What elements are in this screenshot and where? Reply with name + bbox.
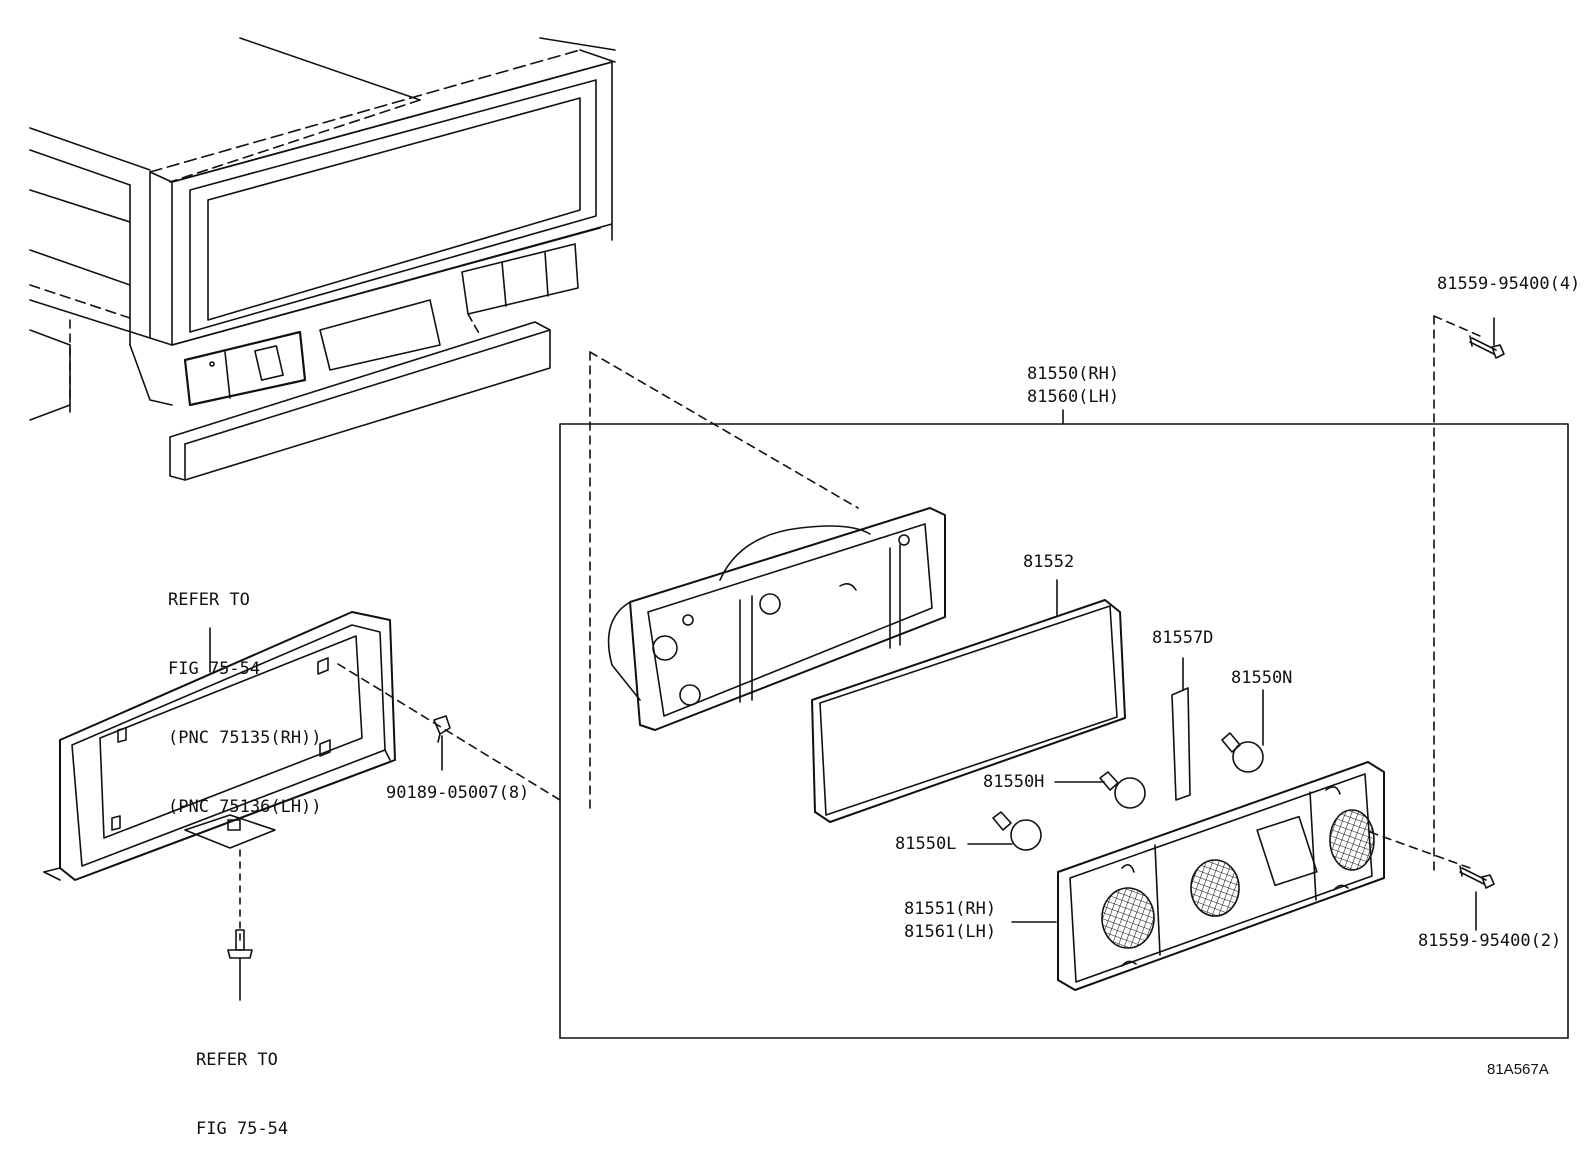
reference-note-line: (PNC 75136(LH)) [168, 797, 322, 817]
screw-top [1469, 317, 1505, 359]
label-reflector-plate: 81557D [1152, 628, 1214, 648]
reference-note-line: FIG 75-54 [196, 1119, 289, 1139]
leader-line [337, 663, 561, 801]
bulb-n [1221, 732, 1264, 773]
label-screw-top: 81559-95400(4) [1437, 274, 1581, 294]
label-assy-rh: 81550(RH) [1027, 364, 1120, 384]
lamp-housing [607, 507, 946, 731]
screw-bottom [1459, 865, 1495, 889]
label-screw-bottom: 81559-95400(2) [1418, 931, 1562, 951]
label-gasket: 81552 [1023, 552, 1075, 572]
reference-note-line: FIG 75-54 [168, 659, 261, 679]
figure-code: 81A567A [1487, 1061, 1549, 1078]
reference-note-line: REFER TO [168, 590, 250, 610]
leader-line [1433, 315, 1481, 337]
reference-note-lower: REFER TO FIG 75-54 [196, 1003, 288, 1164]
leader-line [589, 351, 859, 509]
label-bulb-l: 81550L [895, 834, 957, 854]
label-bulb-n: 81550N [1231, 668, 1293, 688]
reference-note-line: (PNC 75135(RH)) [168, 728, 322, 748]
label-assy-lh: 81560(LH) [1027, 387, 1120, 407]
assembly-frame [559, 423, 1569, 1039]
clip-nut [433, 715, 451, 771]
gasket [811, 599, 1126, 823]
reference-note-upper: REFER TO FIG 75-54 (PNC 75135(RH)) (PNC … [168, 543, 322, 842]
reflector-plate [1171, 687, 1191, 801]
leader-line [1369, 831, 1471, 869]
bulb-h [1099, 771, 1146, 809]
label-bulb-h: 81550H [983, 772, 1045, 792]
label-lens-lh: 81561(LH) [904, 922, 997, 942]
license-plate-bracket [43, 611, 396, 881]
bulb-l [992, 811, 1042, 851]
lamp-lens [1057, 761, 1385, 991]
parts-diagram [29, 37, 1569, 1039]
label-lens-rh: 81551(RH) [904, 899, 997, 919]
label-clip-nut: 90189-05007(8) [386, 783, 530, 803]
truck-rear-body [29, 37, 616, 481]
mounting-bolt [227, 929, 253, 1001]
reference-note-line: REFER TO [196, 1050, 278, 1070]
